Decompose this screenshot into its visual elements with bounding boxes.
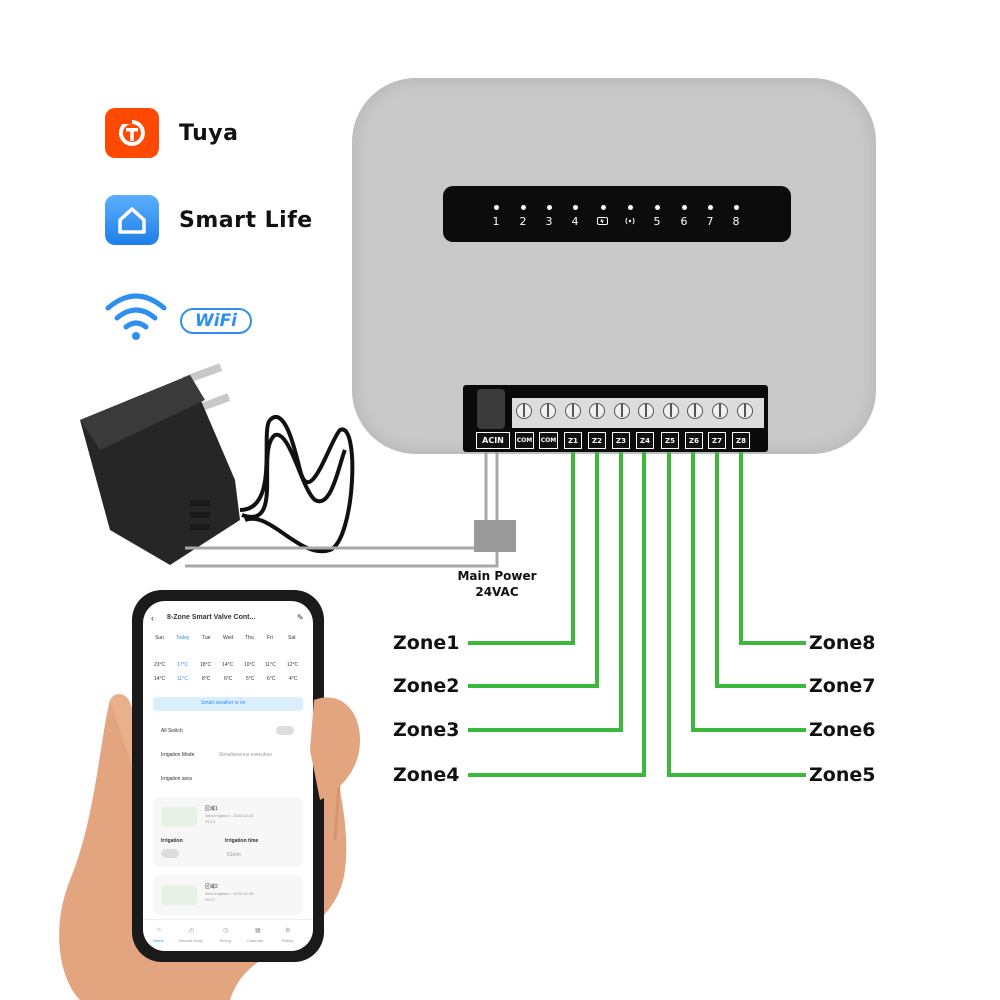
irrigation-mode-label: Irrigation Mode [161, 752, 195, 758]
signal-icon [619, 205, 641, 228]
wire-zone3 [468, 452, 623, 732]
power-connector [474, 520, 516, 552]
led-5: 5 [646, 205, 668, 228]
led-6: 6 [673, 205, 695, 228]
calendar-icon[interactable]: ▦ [255, 928, 261, 934]
zone-label-4: Zone4 [393, 764, 460, 786]
zone-label-8: Zone8 [809, 632, 876, 654]
terminal-acin: ACIN [476, 432, 510, 449]
led-3: 3 [538, 205, 560, 228]
terminal-z6: Z6 [685, 432, 703, 449]
wifi-badge: WiFi [180, 308, 252, 334]
tuya-logo-icon [105, 108, 159, 158]
nav-timing[interactable]: Timing [219, 938, 231, 943]
wifi-icon [104, 290, 168, 347]
sprinkler-icon [161, 807, 197, 827]
terminal-com-2: COM [539, 432, 558, 449]
phone-screen: ‹ 8-Zone Smart Valve Cont... ✎ Sun Today… [143, 601, 313, 951]
zone-label-5: Zone5 [809, 764, 876, 786]
led-1: 1 [485, 205, 507, 228]
zone-card-2[interactable]: 区域2 Next irrigation : 2025-02-08 09:17 [153, 875, 303, 915]
screw [516, 403, 532, 419]
tuya-label: Tuya [179, 120, 239, 146]
screw [712, 403, 728, 419]
terminal-z8: Z8 [732, 432, 750, 449]
zone-card-1[interactable]: 区域1 Next irrigation : 2025-02-08 09:13 I… [153, 797, 303, 867]
terminal-z5: Z5 [661, 432, 679, 449]
nav-setting[interactable]: Setting [281, 938, 294, 943]
terminal-z3: Z3 [612, 432, 630, 449]
tuya-brand: Tuya [105, 108, 238, 158]
screw [565, 403, 581, 419]
screw [737, 403, 753, 419]
led-4: 4 [564, 205, 586, 228]
terminal-z7: Z7 [708, 432, 726, 449]
zone1-toggle[interactable] [161, 849, 179, 858]
screw [540, 403, 556, 419]
zone-wires [468, 452, 806, 777]
led-2: 2 [512, 205, 534, 228]
delay-icon[interactable]: ◴ [189, 928, 195, 934]
app-title: 8-Zone Smart Valve Cont... [167, 614, 256, 621]
zone-label-1: Zone1 [393, 632, 460, 654]
edit-icon[interactable]: ✎ [297, 613, 304, 622]
wifi-badge-label: WiFi [194, 311, 238, 331]
zone-label-7: Zone7 [809, 675, 876, 697]
screw [589, 403, 605, 419]
wire-zone6 [691, 452, 806, 732]
zone-label-3: Zone3 [393, 719, 460, 741]
sprinkler-icon [161, 885, 197, 905]
screw [614, 403, 630, 419]
wire-zone4 [468, 452, 646, 777]
timing-icon[interactable]: ◷ [223, 928, 229, 934]
wire-zone8 [739, 452, 806, 645]
smart-life-home-icon [105, 195, 159, 245]
power-wires [185, 452, 499, 568]
wire-zone2 [468, 452, 599, 688]
setting-icon[interactable]: ⚙ [285, 928, 291, 934]
all-switch-toggle[interactable] [276, 726, 294, 735]
nav-manual-delay[interactable]: Manual delay [179, 938, 203, 943]
battery-icon [592, 205, 614, 228]
main-power-label: Main Power 24VAC [457, 569, 537, 599]
terminal-z2: Z2 [588, 432, 606, 449]
back-icon[interactable]: ‹ [151, 613, 154, 623]
screw [687, 403, 703, 419]
power-adapter [80, 363, 355, 565]
smart-weather-banner[interactable]: Smart weather is on [153, 697, 303, 711]
screw [663, 403, 679, 419]
wire-zone7 [715, 452, 806, 688]
wire-zone5 [667, 452, 806, 777]
wire-zone1 [468, 452, 575, 645]
nav-home[interactable]: Home [153, 938, 164, 943]
terminal-com-1: COM [515, 432, 534, 449]
terminal-z4: Z4 [636, 432, 654, 449]
smart-life-label: Smart Life [179, 207, 313, 233]
led-panel: 1 2 3 4 5 6 7 8 [443, 186, 791, 242]
irrigation-mode-value[interactable]: Simultaneous execution [219, 752, 273, 758]
led-7: 7 [699, 205, 721, 228]
nav-calendar[interactable]: Calendar [247, 938, 264, 943]
terminal-z1: Z1 [564, 432, 582, 449]
bottom-nav: ⌂ Home ◴ Manual delay ◷ Timing ▦ Calenda… [143, 919, 313, 951]
all-switch-label: All Switch [161, 728, 183, 734]
irrigation-area-label[interactable]: Irrigation area [161, 776, 192, 782]
home-icon[interactable]: ⌂ [157, 927, 161, 933]
smart-life-brand: Smart Life [105, 195, 313, 245]
screw [638, 403, 654, 419]
zone-label-2: Zone2 [393, 675, 460, 697]
zone-label-6: Zone6 [809, 719, 876, 741]
thumb [310, 697, 360, 800]
led-8: 8 [725, 205, 747, 228]
power-knob [477, 389, 505, 429]
